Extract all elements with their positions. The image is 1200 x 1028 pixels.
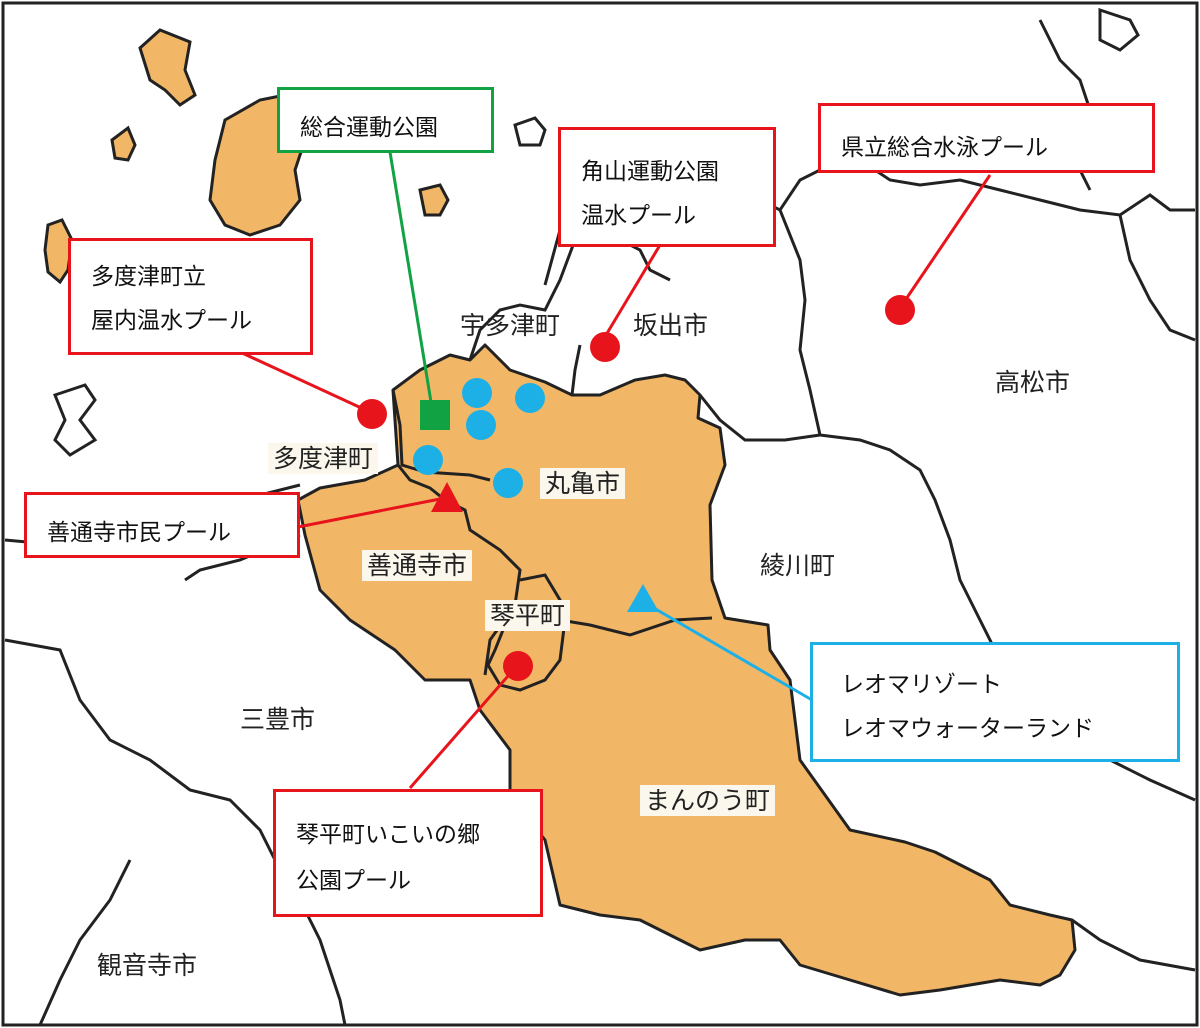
island-white-3 — [1098, 7, 1140, 52]
callout-tadotsu-line-2: 屋内温水プール — [91, 308, 252, 334]
leader-kenritsu — [898, 174, 992, 309]
island-4 — [138, 28, 197, 107]
place-label-mitoyo: 三豊市 — [240, 705, 316, 734]
place-label-sakaide: 坂出市 — [633, 311, 709, 340]
place-label-utazu: 宇多津町 — [460, 311, 561, 340]
callout-kotohira-line-1: 琴平町いこいの郷 — [296, 822, 480, 848]
leader-zentsuji — [297, 496, 446, 529]
callout-leoma-line-2: レオマウォーターランド — [841, 716, 1094, 742]
callout-kotohira-pool: 琴平町いこいの郷 公園プール — [273, 789, 543, 917]
place-label-kanonji: 観音寺市 — [97, 951, 198, 980]
island-3 — [418, 183, 450, 217]
callout-sogo-undo-koen: 総合運動公園 — [277, 87, 494, 153]
leader-kakuyama — [598, 244, 662, 346]
border-sakaide-takamatsu — [778, 209, 1002, 661]
callout-kotohira-line-2: 公園プール — [296, 868, 411, 894]
blue-triangle-marker-icon — [627, 584, 659, 612]
place-label-marugame: 丸亀市 — [540, 468, 626, 499]
place-label-takamatsu: 高松市 — [995, 368, 1071, 397]
border-marugame-manno — [559, 616, 713, 637]
callout-sogo-line-1: 総合運動公園 — [300, 115, 438, 141]
callout-leoma-resort: レオマリゾート レオマウォーターランド — [810, 642, 1180, 762]
callout-tadotsu-line-1: 多度津町立 — [91, 264, 206, 290]
border-utazu-sakaide — [570, 344, 582, 396]
island-2 — [43, 218, 74, 285]
callout-zentsuji-pool: 善通寺市民プール — [24, 492, 300, 558]
blue-circle-marker-icon — [413, 378, 545, 498]
green-square-marker-icon — [420, 400, 450, 430]
coast-utazu — [468, 217, 671, 361]
border-ayagawa-west — [698, 394, 821, 442]
place-label-tadotsu: 多度津町 — [268, 443, 379, 474]
border-south-east — [1071, 918, 1196, 972]
leader-sogo — [388, 151, 434, 409]
place-label-manno: まんのう町 — [640, 785, 776, 816]
red-triangle-marker-icon — [431, 482, 463, 512]
callout-tadotsu-pool: 多度津町立 屋内温水プール — [68, 238, 313, 355]
border-kanonji-south — [38, 859, 132, 1026]
island-white-2 — [53, 383, 98, 457]
island-white-1 — [513, 116, 547, 147]
callout-kakuyama-line-1: 角山運動公園 — [581, 159, 719, 185]
leader-leoma — [639, 598, 813, 702]
border-tadotsu-marugame — [391, 389, 491, 482]
island-5 — [110, 125, 137, 162]
place-label-zentsuji: 善通寺市 — [362, 550, 473, 581]
callout-kenritsu-pool: 県立総合水泳プール — [818, 103, 1155, 173]
red-circle-marker-icon — [357, 295, 915, 681]
callout-kenritsu-line-1: 県立総合水泳プール — [841, 135, 1048, 161]
callout-kakuyama-pool: 角山運動公園 温水プール — [558, 127, 776, 247]
border-takamatsu-east — [1118, 214, 1196, 342]
leader-kotohira — [408, 667, 517, 789]
callout-kakuyama-line-2: 温水プール — [581, 203, 696, 229]
border-mitoyo-kanonji — [4, 638, 347, 1026]
place-label-ayagawa: 綾川町 — [760, 551, 836, 580]
leader-tadotsu — [239, 350, 371, 414]
callout-leoma-line-1: レオマリゾート — [841, 672, 1002, 698]
border-kotohira — [486, 573, 567, 692]
callout-zentsuji-line-1: 善通寺市民プール — [47, 520, 231, 546]
place-label-kotohira: 琴平町 — [485, 600, 571, 631]
